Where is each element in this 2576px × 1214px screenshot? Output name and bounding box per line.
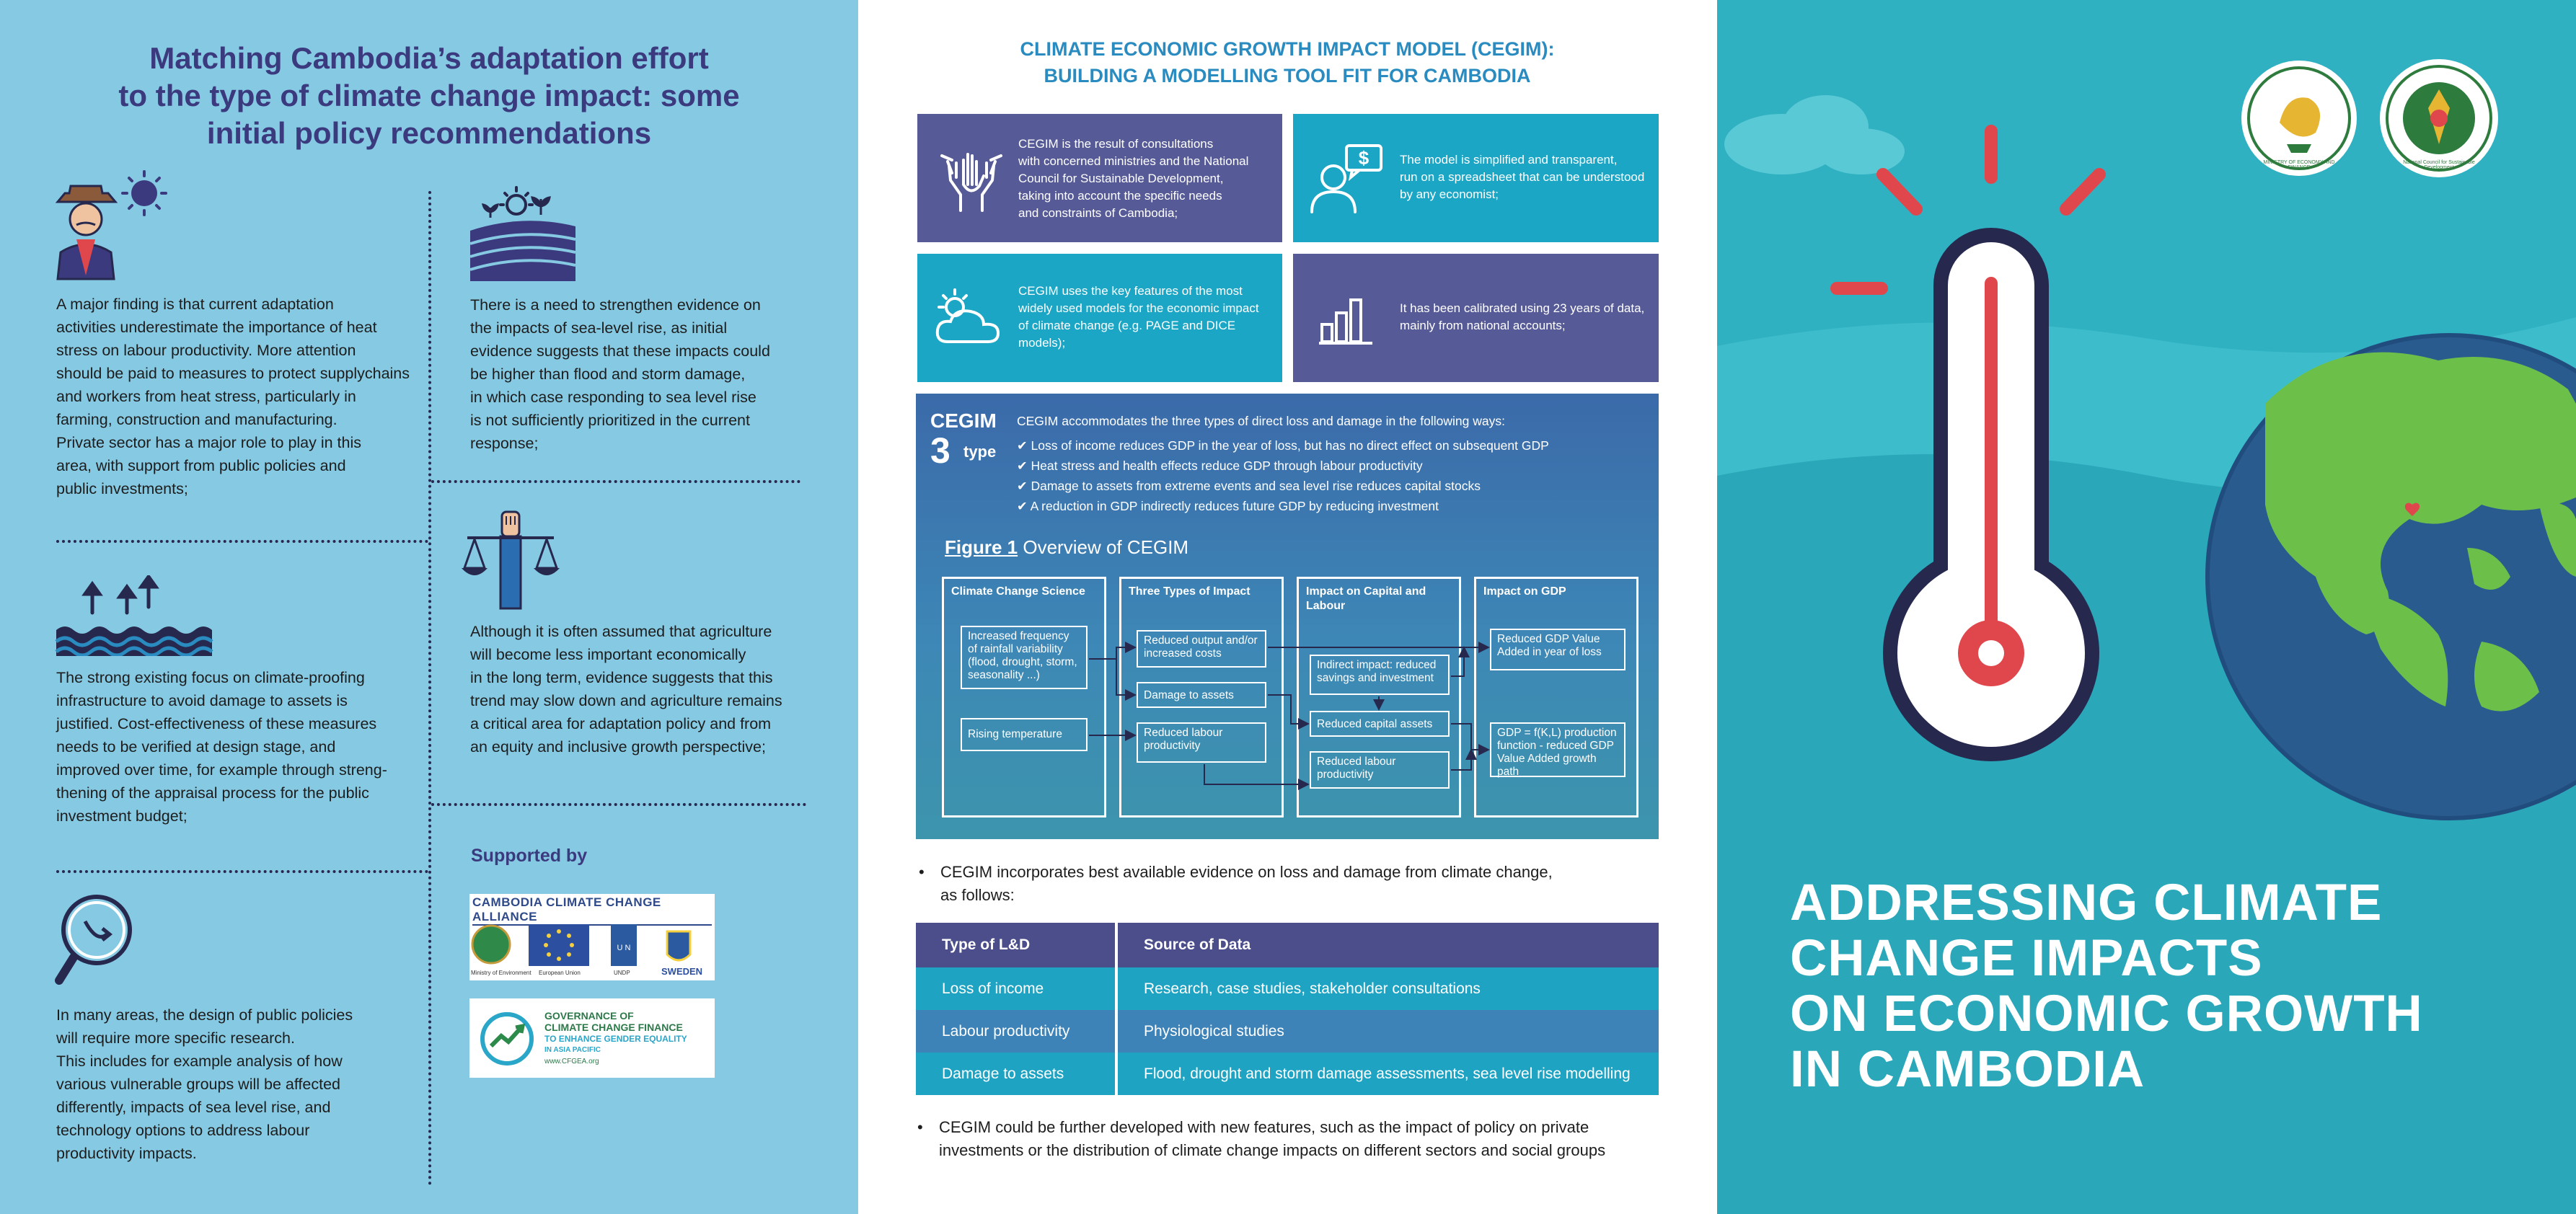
field-sun-icon bbox=[469, 186, 576, 281]
feature-box-transparent: $ The model is simplified and transparen… bbox=[1293, 114, 1659, 242]
hands-icon bbox=[940, 153, 1002, 212]
infrastructure-text: The strong existing focus on climate-pro… bbox=[56, 669, 387, 825]
research-magnifier-icon bbox=[55, 895, 132, 985]
table-cell: Research, case studies, stakeholder cons… bbox=[1116, 967, 1659, 1010]
table-row: Damage to assets Flood, drought and stor… bbox=[916, 1053, 1659, 1095]
bar-chart-icon bbox=[1319, 298, 1372, 345]
policy-research-text: In many areas, the design of public poli… bbox=[56, 1006, 353, 1162]
left-title: Matching Cambodia’s adaptation effort to… bbox=[118, 41, 740, 150]
heat-stress-text: A major finding is that current adaptati… bbox=[56, 296, 410, 497]
divider-left-1 bbox=[56, 540, 428, 543]
divider-left-2 bbox=[56, 870, 428, 873]
box-gdp-function: GDP = f(K,L) production function - reduc… bbox=[1490, 722, 1626, 778]
cegim-three: 3 bbox=[930, 430, 950, 471]
ncsd-seal-caption: National Council for Sustainable Develop… bbox=[2403, 160, 2475, 170]
feature-box-calibrated: It has been calibrated using 23 years of… bbox=[1293, 254, 1659, 382]
equity-scale-icon bbox=[462, 510, 560, 610]
cegim-point: Damage to assets from extreme events and… bbox=[1017, 476, 1549, 496]
cegim-point: Heat stress and health effects reduce GD… bbox=[1017, 456, 1549, 476]
middle-panel: CLIMATE ECONOMIC GROWTH IMPACT MODEL (CE… bbox=[858, 0, 1717, 1214]
box-reduced-gdp: Reduced GDP Value Added in year of loss bbox=[1490, 629, 1626, 670]
box-reduced-savings: Indirect impact: reduced savings and inv… bbox=[1310, 655, 1450, 695]
loss-damage-table: Type of L&D Source of Data Loss of incom… bbox=[916, 923, 1659, 1095]
table-header: Source of Data bbox=[1116, 923, 1659, 967]
left-panel: Matching Cambodia’s adaptation effort to… bbox=[0, 0, 858, 1214]
svg-text:$: $ bbox=[1359, 147, 1369, 169]
box-damage-assets: Damage to assets bbox=[1137, 682, 1266, 708]
partner-emblems: U N bbox=[471, 924, 692, 966]
ccca-logo: CAMBODIA CLIMATE CHANGE ALLIANCE U N Min… bbox=[469, 894, 715, 980]
vertical-divider bbox=[428, 191, 431, 1186]
cegim-point: Loss of income reduces GDP in the year o… bbox=[1017, 435, 1549, 456]
agriculture-text: Although it is often assumed that agricu… bbox=[470, 623, 782, 756]
divider-right-1 bbox=[431, 480, 800, 483]
divider-right-2 bbox=[431, 803, 806, 806]
box-reduced-labour-productivity: Reduced labour productivity bbox=[1310, 751, 1450, 789]
box-reduced-output: Reduced output and/or increased costs bbox=[1137, 630, 1266, 668]
sea-level-text: There is a need to strengthen evidence o… bbox=[470, 296, 770, 452]
feature-box-consultations: CEGIM is the result of consultations wit… bbox=[917, 114, 1282, 242]
cegim-intro: CEGIM accommodates the three types of di… bbox=[1017, 414, 1505, 428]
cover-illustration bbox=[1717, 0, 2576, 1214]
right-panel: MINISTRY OF ECONOMY AND FINANCE National… bbox=[1717, 0, 2576, 1214]
table-row: Labour productivity Physiological studie… bbox=[916, 1010, 1659, 1053]
column-capital-labour: Impact on Capital and Labour bbox=[1297, 577, 1461, 818]
box-rising-temperature: Rising temperature bbox=[961, 718, 1088, 751]
box-rainfall-variability: Increased frequency of rainfall variabil… bbox=[961, 626, 1088, 689]
cegim-point: A reduction in GDP indirectly reduces fu… bbox=[1017, 496, 1549, 516]
cegim-heading: CLIMATE ECONOMIC GROWTH IMPACT MODEL (CE… bbox=[1020, 38, 1555, 87]
figure-arrows bbox=[1089, 642, 1490, 790]
ministry-seal-caption: MINISTRY OF ECONOMY AND FINANCE bbox=[2263, 160, 2335, 170]
weather-cloud-icon bbox=[935, 288, 1000, 343]
column-climate-science: Climate Change Science bbox=[942, 577, 1106, 818]
supported-by-heading: Supported by bbox=[471, 846, 588, 866]
cfgea-logo: GOVERNANCE OF CLIMATE CHANGE FINANCE TO … bbox=[469, 998, 715, 1078]
ministry-seal-icon bbox=[2241, 61, 2357, 176]
feature-box-key-models: CEGIM uses the key features of the most … bbox=[917, 254, 1282, 382]
column-impact-types: Three Types of Impact bbox=[1119, 577, 1284, 818]
table-cell: Damage to assets bbox=[916, 1053, 1118, 1095]
cegim-overview-panel: CEGIM 3 type CEGIM accommodates the thre… bbox=[916, 394, 1659, 839]
svg-text:U N: U N bbox=[617, 944, 631, 952]
farmer-heat-icon bbox=[55, 170, 167, 280]
table-cell: Loss of income bbox=[916, 967, 1118, 1010]
ncsd-seal-icon bbox=[2380, 59, 2498, 177]
box-reduced-labour: Reduced labour productivity bbox=[1137, 722, 1266, 763]
rising-water-icon bbox=[55, 575, 213, 656]
table-header-row: Type of L&D Source of Data bbox=[916, 923, 1659, 967]
cfgea-emblem bbox=[480, 1012, 534, 1065]
further-development-bullet: CEGIM could be further developed with ne… bbox=[917, 1116, 1605, 1162]
table-row: Loss of income Research, case studies, s… bbox=[916, 967, 1659, 1010]
evidence-bullet: CEGIM incorporates best available eviden… bbox=[919, 861, 1553, 907]
table-cell: Labour productivity bbox=[916, 1010, 1118, 1053]
economist-icon: $ bbox=[1310, 144, 1382, 213]
thermometer-icon bbox=[1883, 228, 2099, 761]
table-cell: Physiological studies bbox=[1116, 1010, 1659, 1053]
cegim-label: CEGIM bbox=[930, 409, 997, 432]
cegim-points: Loss of income reduces GDP in the year o… bbox=[1017, 435, 1549, 516]
table-cell: Flood, drought and storm damage assessme… bbox=[1116, 1053, 1659, 1095]
box-reduced-capital: Reduced capital assets bbox=[1310, 711, 1450, 737]
figure-title: Figure 1 Overview of CEGIM bbox=[945, 536, 1189, 558]
table-header: Type of L&D bbox=[916, 923, 1118, 967]
cegim-type: type bbox=[963, 443, 997, 461]
column-gdp: Impact on GDP bbox=[1474, 577, 1638, 818]
cover-title: ADDRESSING CLIMATE CHANGE IMPACTS ON ECO… bbox=[1790, 874, 2423, 1098]
